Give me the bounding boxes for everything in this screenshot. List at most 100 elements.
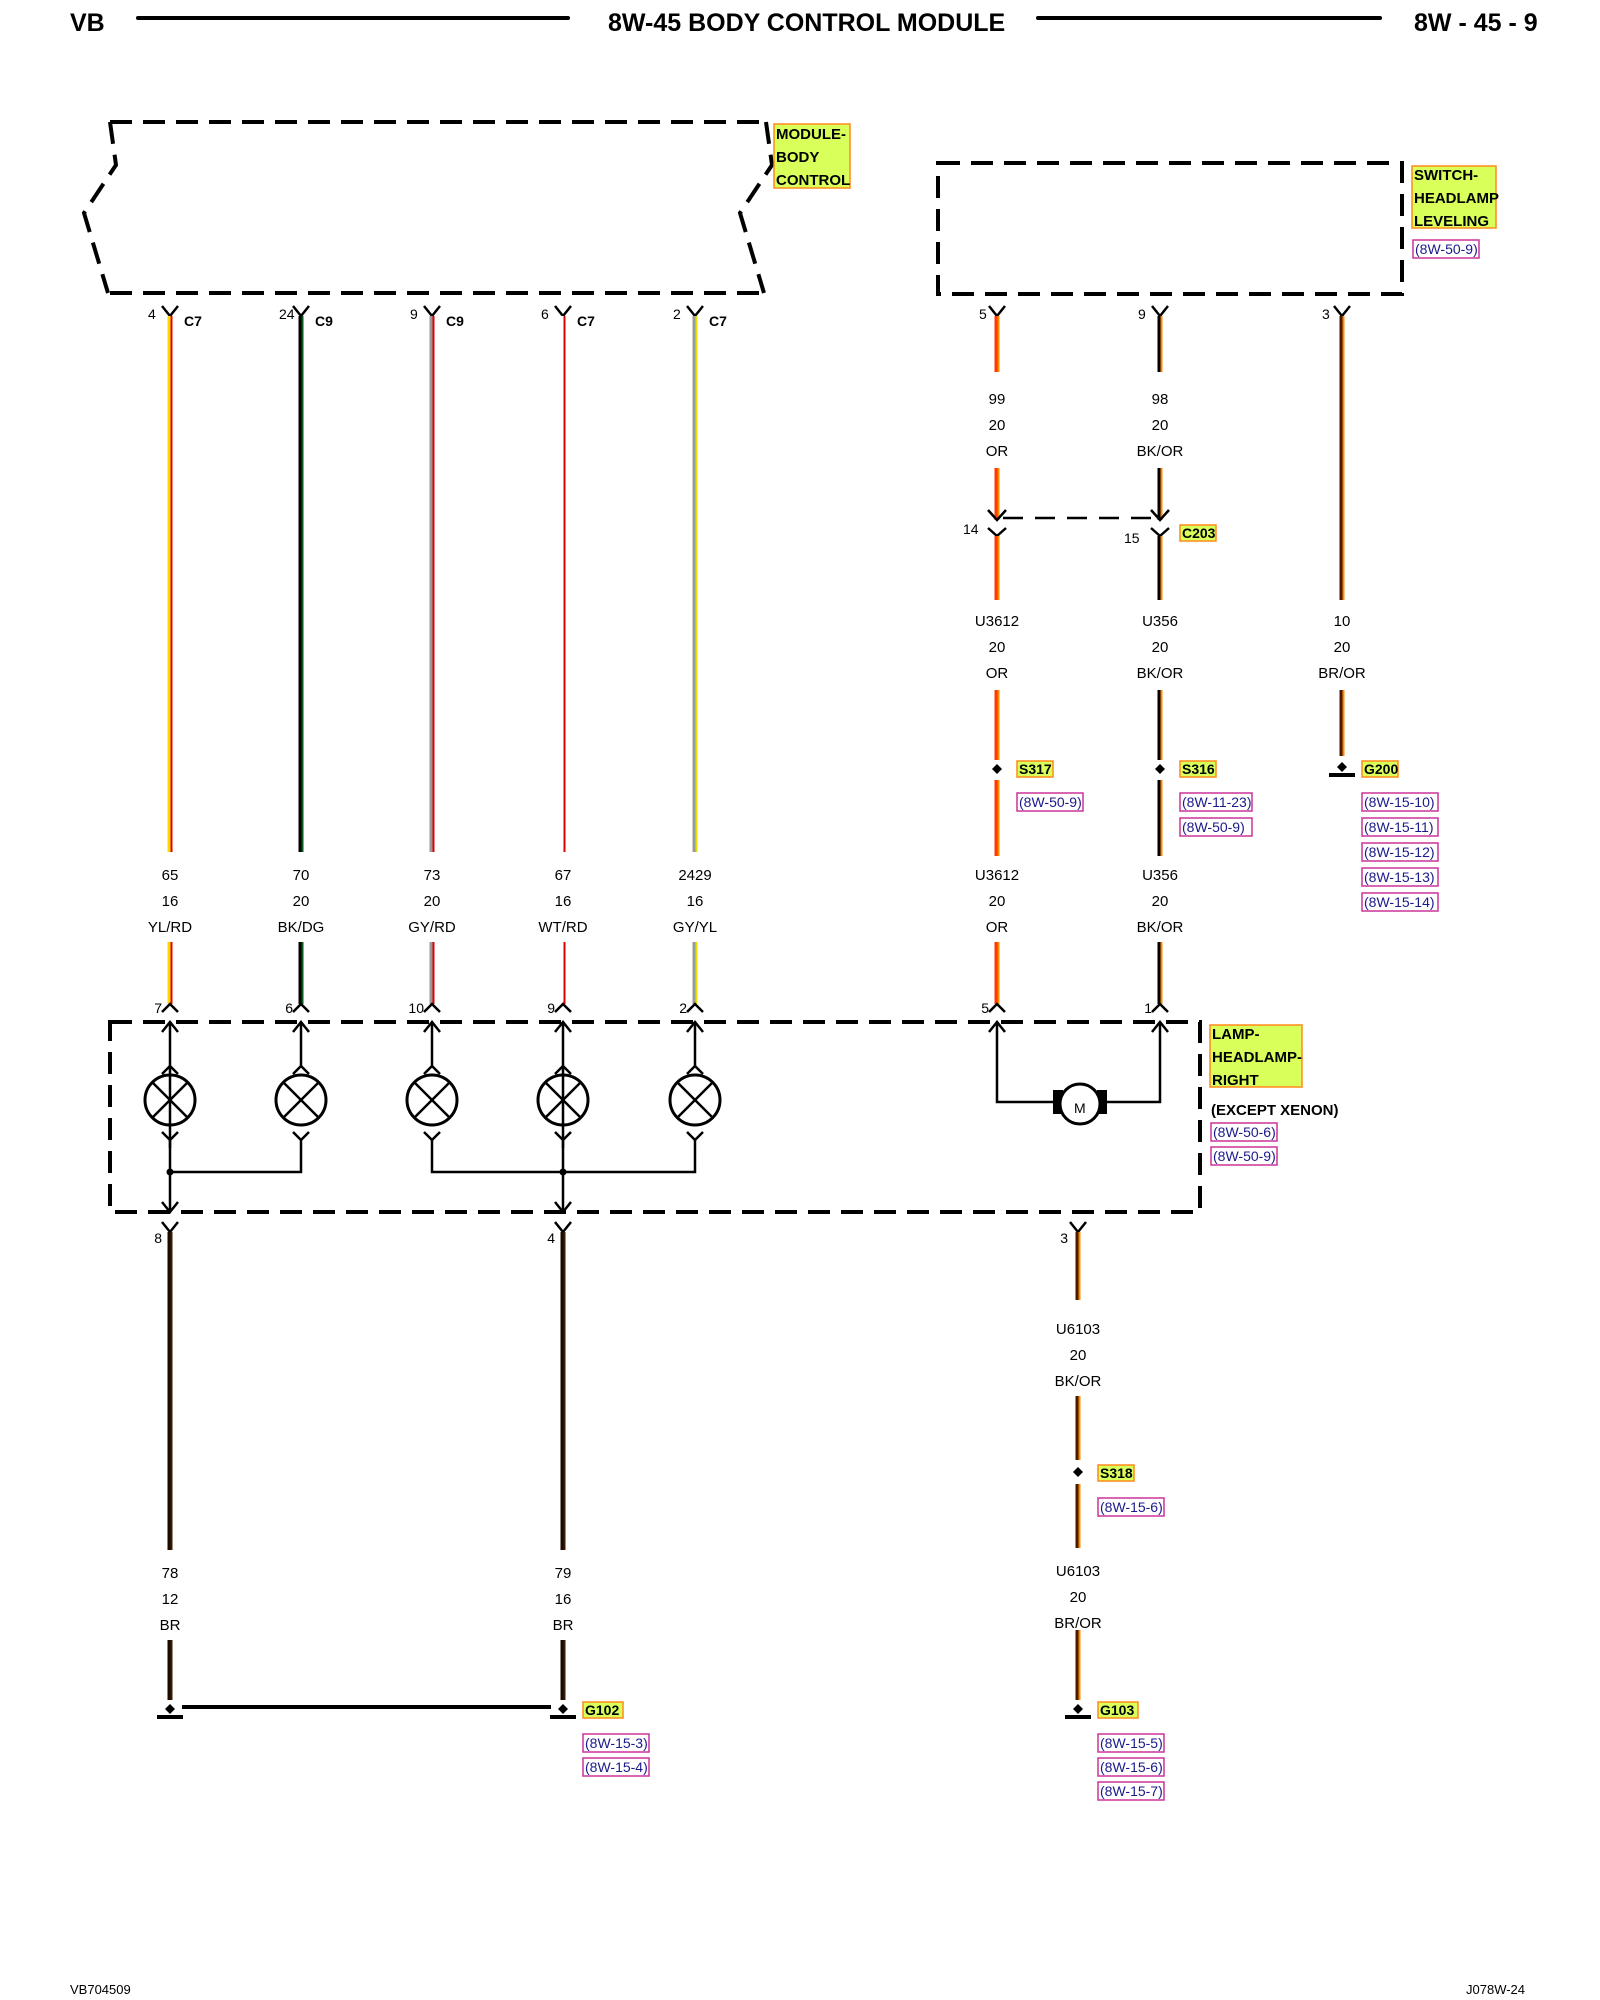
gnd-wire-mid-circuit: 79 [555, 1565, 572, 1582]
sw-wire-2-lower-color: BK/OR [1137, 919, 1184, 936]
bcm-wire-4-gauge: 16 [555, 893, 572, 910]
ground-g200-ref-5-box[interactable] [1361, 892, 1439, 912]
ground-g102-label: G102 [585, 1702, 619, 1718]
ground-g102-ref-1[interactable]: (8W-15-3) [585, 1735, 648, 1751]
sw-wire-2-lower-circuit: U356 [1142, 867, 1178, 884]
sw-wire-2-upper-gauge: 20 [1152, 417, 1169, 434]
junction-dot [559, 1168, 567, 1176]
ground-g103-ref-2-box[interactable] [1097, 1757, 1165, 1777]
ground-g102-ref-2-box[interactable] [582, 1757, 650, 1777]
lamp-ref-link-1[interactable]: (8W-50-6) [1213, 1124, 1276, 1140]
ground-g103-ref-1[interactable]: (8W-15-5) [1100, 1735, 1163, 1751]
gnd-wire-motor-pin: 3 [1060, 1230, 1068, 1246]
motor-icon [1058, 1082, 1102, 1126]
bcm-wire-2-bulb-caret [292, 1064, 310, 1075]
ground-g102-ref-2[interactable]: (8W-15-4) [585, 1759, 648, 1775]
sw-wire-1-connector-top [988, 305, 1006, 319]
lamp-label-box [1209, 1024, 1303, 1088]
ground-arrow [554, 1201, 572, 1215]
ground-g200-ref-1[interactable]: (8W-15-10) [1364, 794, 1435, 810]
bcm-wire-2-pin-top: 24 [279, 306, 295, 322]
motor-arrow-right [1151, 1019, 1169, 1033]
ground-g103-ref-1-box[interactable] [1097, 1733, 1165, 1753]
splice-s316-ref-2-box[interactable] [1179, 817, 1253, 837]
bcm-wire-1-connector-id: C7 [184, 313, 202, 329]
bcm-wire-5-color: GY/YL [673, 919, 717, 936]
ground-g103-ref-3[interactable]: (8W-15-7) [1100, 1783, 1163, 1799]
sw-wire-3-color: BR/OR [1318, 665, 1366, 682]
junction-dot [166, 1168, 174, 1176]
ground-g200-ref-5[interactable]: (8W-15-14) [1364, 894, 1435, 910]
sw-wire-1-pin-top: 5 [979, 306, 987, 322]
ground-g103-ref-2[interactable]: (8W-15-6) [1100, 1759, 1163, 1775]
bcm-wire-2-pin-bottom: 6 [285, 1000, 293, 1016]
motor-label: M [1074, 1100, 1086, 1116]
switch-label-line2: HEADLAMP [1414, 190, 1499, 207]
ground-g200-ref-3[interactable]: (8W-15-12) [1364, 844, 1435, 860]
sw-wire-2-upper-circuit: 98 [1152, 391, 1169, 408]
ground-g200-ref-4[interactable]: (8W-15-13) [1364, 869, 1435, 885]
ground-g200-label-box [1361, 760, 1399, 778]
header-left: VB [70, 9, 105, 37]
bcm-wire-4-pin-bottom: 9 [547, 1000, 555, 1016]
bcm-wire-3-color: GY/RD [408, 919, 456, 936]
bcm-wire-2-circuit: 70 [293, 867, 310, 884]
splice-s317-label-box [1016, 760, 1054, 778]
splice-s316-ref-2[interactable]: (8W-50-9) [1182, 819, 1245, 835]
splice-s318-ref-box[interactable] [1097, 1497, 1165, 1517]
bcm-wire-2-gauge: 20 [293, 893, 310, 910]
bcm-wire-1-color: YL/RD [148, 919, 192, 936]
bcm-wire-4-pin-top: 6 [541, 306, 549, 322]
ground-g200-ref-2-box[interactable] [1361, 817, 1439, 837]
splice-s318-label: S318 [1100, 1465, 1133, 1481]
sw-wire-2-mid-gauge: 20 [1152, 639, 1169, 656]
motor-lead-left [995, 1022, 1055, 1104]
splice-s316-ref-1[interactable]: (8W-11-23) [1182, 794, 1252, 810]
switch-ref-box[interactable] [1412, 239, 1480, 259]
bcm-wire-1-gauge: 16 [162, 893, 179, 910]
bcm-wire-1-pin-top: 4 [148, 306, 156, 322]
switch-ref-link[interactable]: (8W-50-9) [1415, 241, 1478, 257]
gnd-wire-motor-lower-circuit: U6103 [1056, 1563, 1100, 1580]
gnd-wire-motor-lower-gauge: 20 [1070, 1589, 1087, 1606]
lamp-label-line2: HEADLAMP- [1212, 1049, 1302, 1066]
ground-g200-ref-1-box[interactable] [1361, 792, 1439, 812]
lamp-ref-box-2[interactable] [1210, 1146, 1278, 1166]
gnd-wire-mid-gauge: 16 [555, 1591, 572, 1608]
bulb-cross [677, 1082, 713, 1118]
gnd-wire-mid-connector [554, 1221, 572, 1235]
lamp-ref-box-1[interactable] [1210, 1122, 1278, 1142]
bulb-cross [283, 1082, 319, 1118]
ground-g102-ref-1-box[interactable] [582, 1733, 650, 1753]
bcm-wire-5-connector-id: C7 [709, 313, 727, 329]
bcm-wire-3-connector-id: C9 [446, 313, 464, 329]
bcm-right-break [737, 121, 775, 294]
sw-wire-3-gauge: 20 [1334, 639, 1351, 656]
ground-g200-ref-2[interactable]: (8W-15-11) [1364, 819, 1434, 835]
lamp-ref-link-2[interactable]: (8W-50-9) [1213, 1148, 1276, 1164]
bcm-wire-5-circuit: 2429 [678, 867, 711, 884]
c203-male [987, 509, 1007, 522]
sw-wire-1-lower-gauge: 20 [989, 893, 1006, 910]
gnd-wire-motor-upper-circuit: U6103 [1056, 1321, 1100, 1338]
bcm-label-line2: BODY [776, 149, 819, 166]
bcm-wire-1-circuit: 65 [162, 867, 179, 884]
motor-brush-left [1053, 1090, 1063, 1114]
ground-g200-ref-4-box[interactable] [1361, 867, 1439, 887]
ground-g200-ref-3-box[interactable] [1361, 842, 1439, 862]
switch-label-line1: SWITCH- [1414, 167, 1478, 184]
splice-s318-ref[interactable]: (8W-15-6) [1100, 1499, 1163, 1515]
splice-s316-ref-1-box[interactable] [1179, 792, 1253, 812]
bcm-wire-5-bulb-y [686, 1131, 704, 1142]
splice-s317-label: S317 [1019, 761, 1052, 777]
gnd-wire-motor-upper-color: BK/OR [1055, 1373, 1102, 1390]
splice-s317-ref-box[interactable] [1016, 792, 1084, 812]
footer-right: J078W-24 [1466, 1982, 1525, 1997]
gnd-wire-left-pin: 8 [154, 1230, 162, 1246]
ground-g103-ref-3-box[interactable] [1097, 1781, 1165, 1801]
splice-s317-ref[interactable]: (8W-50-9) [1019, 794, 1082, 810]
sw-wire-1-upper-color: OR [986, 443, 1009, 460]
sw-wire-2-connector-top [1151, 305, 1169, 319]
